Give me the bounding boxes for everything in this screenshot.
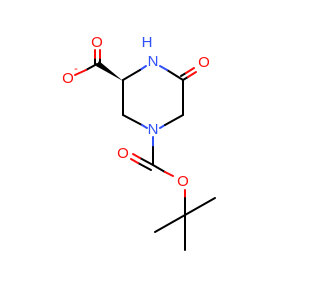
atom-carbamate-o-double: O [117, 145, 129, 162]
bond-tbu-methyl-left [154, 214, 186, 233]
bond-lactam-co2-red [185, 67, 195, 74]
atom-carbamate-o-ester: O [177, 173, 189, 190]
bond-n4-c5-black [164, 114, 184, 126]
bond-carbamate-co-double2-red [130, 158, 139, 164]
bond-c6-n1-black [166, 69, 184, 81]
bond-c3-n4-blue [141, 124, 148, 129]
bond-carboxyl-co-single-red [74, 69, 87, 76]
atom-amide-n: N [148, 53, 159, 70]
atom-carboxylate-o-double: O [91, 34, 103, 51]
atom-ring-n: N [148, 121, 159, 138]
atom-amide-h: H [142, 34, 153, 51]
bond-c3-n4-black [122, 114, 143, 126]
bond-n1-c2-blue [139, 65, 147, 71]
bond-n1-c2-black [122, 69, 141, 81]
bond-carbamate-co-double2-black [137, 162, 152, 171]
bond-c6-n1-blue [159, 65, 168, 71]
atom-carboxylate-o-single: O [62, 70, 74, 87]
bond-carbamate-co-double-red [132, 153, 141, 159]
charge-minus: - [74, 63, 78, 75]
bond-carboxyl-co-single-black [85, 63, 98, 71]
atom-lactam-o: O [198, 54, 210, 71]
wedge-bond [96, 61, 123, 81]
molecule-structure: O O - H N O N O O [62, 34, 216, 251]
bond-carbamate-co-ester-black [152, 164, 166, 173]
bond-tbu-methyl-right [184, 197, 216, 216]
bond-carbamate-co-ester-red [164, 171, 174, 177]
bond-carbamate-co-double-black [139, 157, 154, 166]
bond-lactam-co-red [187, 71, 197, 78]
